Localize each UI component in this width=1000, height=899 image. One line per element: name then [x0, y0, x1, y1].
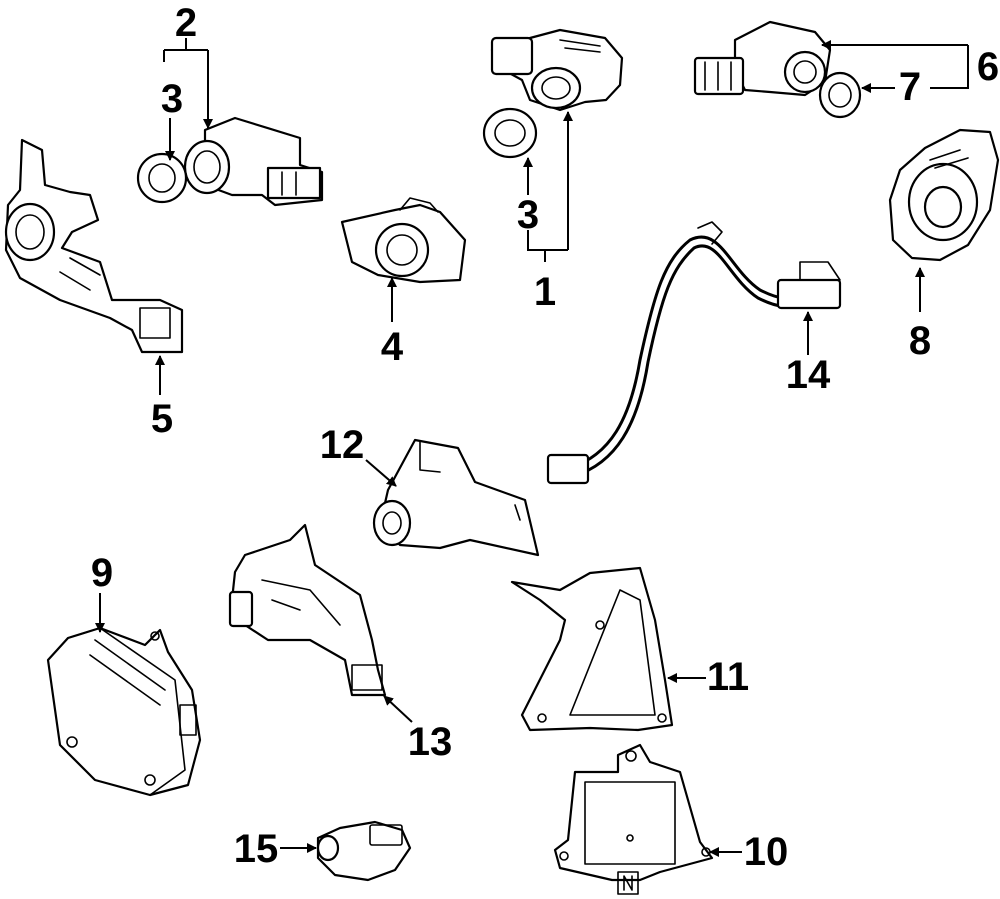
callout-10: 10	[744, 830, 789, 874]
part-12-rear-camera	[372, 438, 540, 557]
part-1-park-sensor	[490, 28, 624, 112]
callout-2: 2	[175, 1, 197, 45]
part-2-park-sensor	[183, 116, 324, 207]
callout-4: 4	[381, 325, 404, 369]
callout-14: 14	[786, 353, 831, 397]
callout-11: 11	[707, 655, 749, 699]
part-8-sensor-cover	[888, 128, 1000, 262]
callout-3-center: 3	[517, 193, 539, 237]
part-14-wiring-harness	[546, 221, 842, 485]
callout-13: 13	[408, 720, 453, 764]
part-4-sensor-retainer	[340, 197, 467, 284]
callout-12: 12	[320, 423, 365, 467]
part-10-control-module	[553, 743, 714, 895]
leader-lines	[95, 38, 969, 857]
part-6-park-sensor	[693, 20, 832, 97]
part-13-camera-bracket	[228, 523, 387, 697]
callout-5: 5	[151, 397, 173, 441]
callout-3-left: 3	[161, 77, 183, 121]
callout-8: 8	[909, 319, 931, 363]
part-3-bezel-ring-center	[482, 107, 538, 159]
part-7-bezel-ring-right	[818, 71, 862, 119]
callout-15: 15	[234, 827, 279, 871]
part-11-module-bracket	[510, 566, 674, 732]
part-15-connector	[316, 820, 412, 882]
callout-labels: 2 3 3 1 4 5 6 7 8 9 10 11 12 13 14 15	[91, 1, 999, 874]
callout-9: 9	[91, 551, 113, 595]
callout-6: 6	[977, 45, 999, 89]
callout-7: 7	[899, 65, 921, 109]
part-9-control-module	[46, 626, 202, 797]
part-3-bezel-ring-left	[136, 152, 188, 204]
part-5-sensor-bracket	[4, 138, 184, 354]
callout-1: 1	[534, 270, 556, 314]
